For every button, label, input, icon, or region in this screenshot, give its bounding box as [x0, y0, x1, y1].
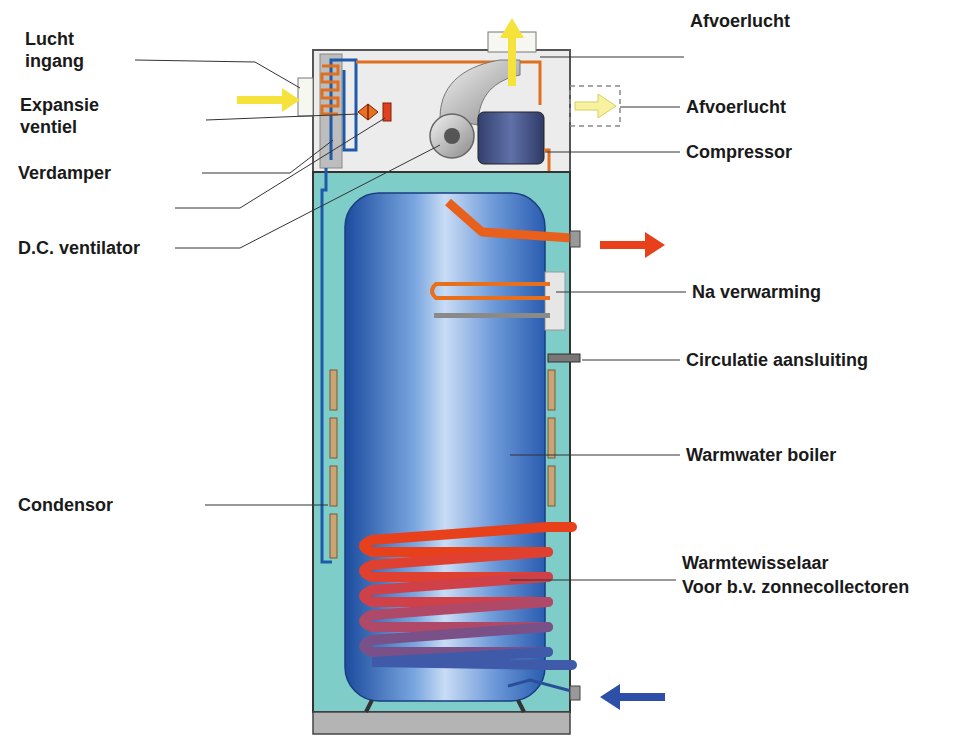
outlet-fitting: [570, 231, 580, 247]
part-label: Verdamper: [18, 162, 111, 184]
part-label: Lucht ingang: [25, 28, 97, 72]
fan-hub: [444, 128, 460, 144]
sensor-rod: [434, 313, 550, 318]
cold-in-arrow: [600, 684, 665, 710]
base: [313, 712, 570, 734]
top-unit: [313, 50, 570, 172]
part-label: Warmtewisselaar: [682, 552, 828, 574]
compressor: [478, 112, 544, 164]
evaporator-coil: [322, 66, 338, 114]
leader-lines: [135, 57, 686, 580]
exhaust-duct-side: [570, 86, 620, 126]
part-label: Circulatie aansluiting: [686, 349, 868, 371]
housing: [313, 172, 570, 712]
part-label: Compressor: [686, 141, 792, 163]
part-label: Warmwater boiler: [686, 444, 836, 466]
part-label: Afvoerlucht: [686, 96, 786, 118]
part-label: Afvoerlucht: [690, 10, 790, 32]
heater-flange: [545, 272, 565, 330]
inlet-fitting: [570, 686, 580, 700]
part-label: Condensor: [18, 494, 113, 516]
part-label: Expansie ventiel: [20, 94, 120, 138]
air-in-arrow: [237, 88, 300, 112]
part-label: Na verwarming: [692, 281, 821, 303]
dc-fan: [430, 114, 474, 158]
solar-coil: [364, 527, 572, 665]
cold-inlet-pipe: [508, 680, 575, 692]
inlet-duct: [298, 78, 313, 116]
exhaust-arrow-side: [575, 94, 616, 118]
tank-legs: [366, 700, 524, 712]
hot-outlet-pipe: [448, 202, 572, 238]
hot-out-arrow: [600, 232, 665, 258]
heater-element: [432, 284, 550, 298]
circulation-connector: [548, 354, 580, 362]
part-label: Voor b.v. zonnecollectoren: [682, 576, 909, 598]
part-label: D.C. ventilator: [18, 237, 140, 259]
expansion-valve: [358, 104, 378, 120]
exhaust-arrow-up: [500, 18, 524, 86]
